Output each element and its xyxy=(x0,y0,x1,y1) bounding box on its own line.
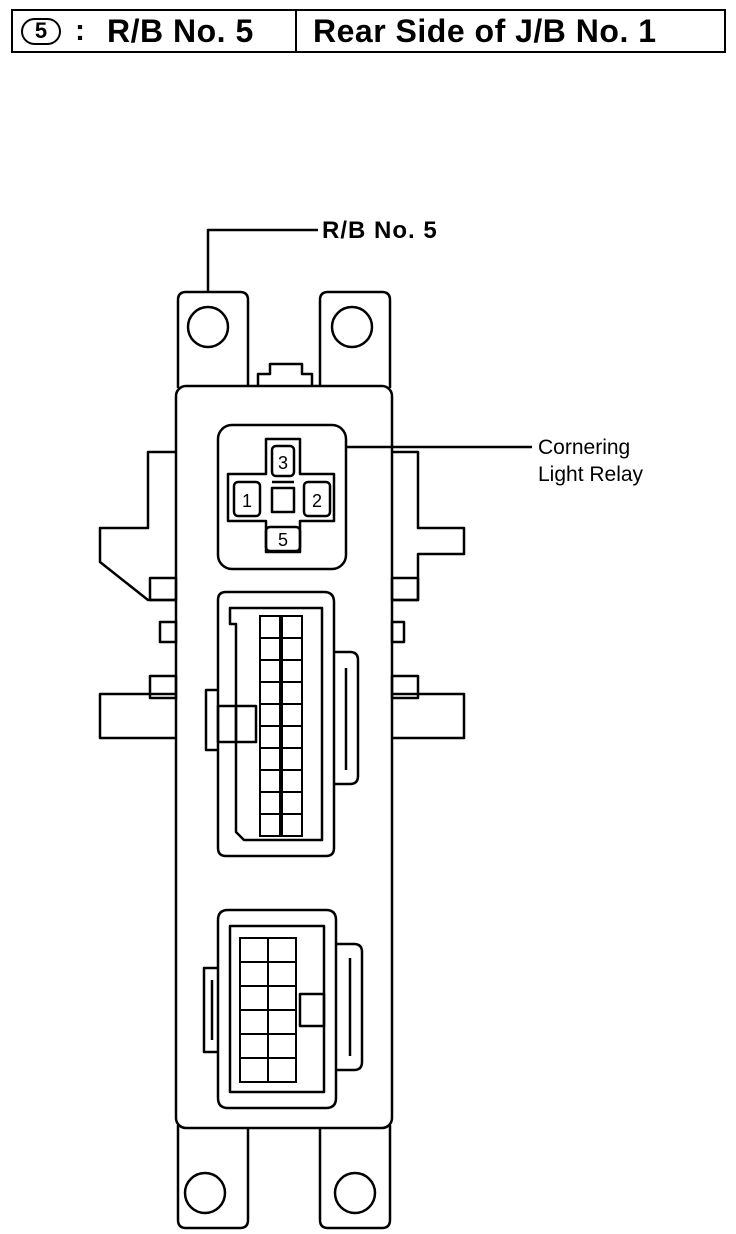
left-stub xyxy=(158,620,178,644)
bottom-right-ear xyxy=(318,1125,392,1230)
upper-connector-housing xyxy=(216,590,336,858)
lower-connector-cavities xyxy=(239,937,297,1083)
rb-no5-label: R/B No. 5 xyxy=(322,217,438,244)
left-clip-lower xyxy=(148,674,178,700)
relay-center-pin xyxy=(270,486,296,514)
lower-cavity xyxy=(267,1057,297,1083)
right-stub xyxy=(390,620,406,644)
relay-block-body xyxy=(174,384,394,1130)
lower-connector-housing xyxy=(216,908,338,1110)
relay-block-title: R/B No. 5 xyxy=(107,12,254,49)
upper-connector-side-rail xyxy=(334,650,360,786)
right-lower-bracket xyxy=(392,692,466,740)
top-left-ear xyxy=(176,290,250,388)
upper-connector-cavities xyxy=(259,615,303,837)
left-lower-bracket xyxy=(98,692,176,740)
bottom-left-hole xyxy=(183,1171,227,1215)
bottom-right-hole xyxy=(333,1171,377,1215)
title-separator: : xyxy=(75,14,85,47)
relay-cross-outline xyxy=(226,437,336,554)
upper-cavity xyxy=(259,813,281,837)
title-left-cell: 5 : R/B No. 5 xyxy=(13,11,297,51)
top-left-hole xyxy=(186,305,230,349)
circled-number-badge: 5 xyxy=(21,17,61,45)
right-clip-lower xyxy=(390,674,420,700)
right-clip-upper xyxy=(390,576,420,602)
lower-connector-inner xyxy=(228,924,326,1094)
lower-connector-left-lock xyxy=(202,966,218,1054)
top-latch xyxy=(256,362,314,388)
cornering-label-line1: Cornering xyxy=(538,436,630,459)
relay-pin-bottom-frame xyxy=(264,525,302,553)
relay-pin-left-frame xyxy=(232,480,262,518)
left-upper-bracket xyxy=(98,450,176,602)
lower-connector-side-rail xyxy=(336,942,364,1072)
relay-pin-bottom-label: 5 xyxy=(278,530,288,550)
lower-connector-key xyxy=(298,992,326,1028)
upper-cavity xyxy=(281,813,303,837)
upper-connector-inner xyxy=(228,606,324,842)
title-bar: 5 : R/B No. 5 Rear Side of J/B No. 1 xyxy=(11,9,726,53)
relay-pin-right-label: 2 xyxy=(312,491,322,511)
left-clip-upper xyxy=(148,576,178,602)
relay-pin-right-frame xyxy=(302,480,332,518)
location-title: Rear Side of J/B No. 1 xyxy=(313,12,657,49)
relay-pin-top-frame xyxy=(270,444,296,478)
relay-pin-left-label: 1 xyxy=(242,491,252,511)
rb-leader-line xyxy=(206,228,318,292)
cornering-label-line2: Light Relay xyxy=(538,463,644,486)
top-right-hole xyxy=(330,305,374,349)
bottom-left-ear xyxy=(176,1125,250,1230)
upper-connector-left-lock xyxy=(204,688,218,752)
relay-socket xyxy=(216,423,348,571)
top-right-ear xyxy=(318,290,392,388)
title-right-cell: Rear Side of J/B No. 1 xyxy=(297,11,724,51)
relay-pin-top-label: 3 xyxy=(278,453,288,473)
